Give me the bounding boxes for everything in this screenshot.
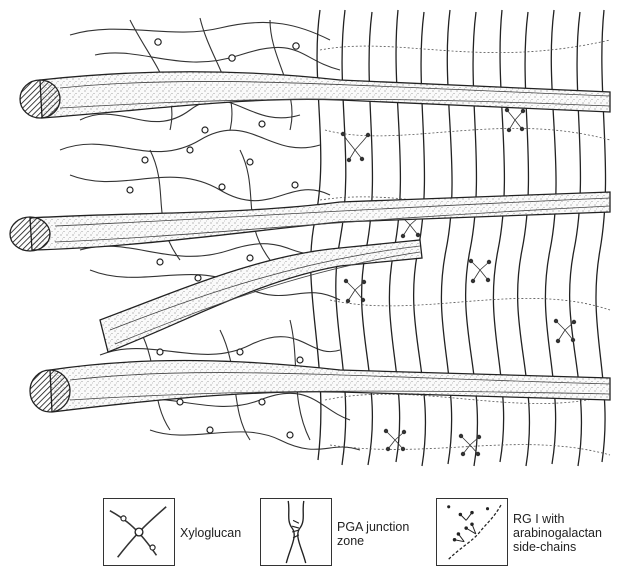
- cellulose-microfibrils: [10, 72, 610, 412]
- cell-wall-illustration: [0, 0, 620, 478]
- legend-label-xyloglucan: Xyloglucan: [180, 526, 241, 540]
- legend-label-rg-line2: arabinogalactan: [513, 526, 602, 540]
- legend-label-pga-line2: zone: [337, 534, 409, 548]
- legend-label-pga-line1: PGA junction: [337, 520, 409, 534]
- legend-swatch-pga: [260, 498, 332, 566]
- microfibril-4: [50, 361, 610, 412]
- legend-label-pga: PGA junction zone: [337, 520, 409, 548]
- microfibril-1-end: [20, 80, 60, 118]
- legend: Xyloglucan PGA junction zone RG I with a…: [0, 478, 620, 570]
- legend-label-rg: RG I with arabinogalactan side-chains: [513, 512, 602, 554]
- microfibril-4-end: [30, 370, 70, 412]
- microfibril-3: [100, 240, 422, 352]
- legend-label-rg-line1: RG I with: [513, 512, 602, 526]
- legend-swatch-xyloglucan: [103, 498, 175, 566]
- microfibril-2-end: [10, 217, 50, 251]
- xyloglucan-symbol-icon: [104, 499, 174, 565]
- pga-junction-symbol-icon: [261, 499, 331, 565]
- rg-side-chain-symbol-icon: [437, 499, 507, 565]
- legend-label-rg-line3: side-chains: [513, 540, 602, 554]
- legend-swatch-rg: [436, 498, 508, 566]
